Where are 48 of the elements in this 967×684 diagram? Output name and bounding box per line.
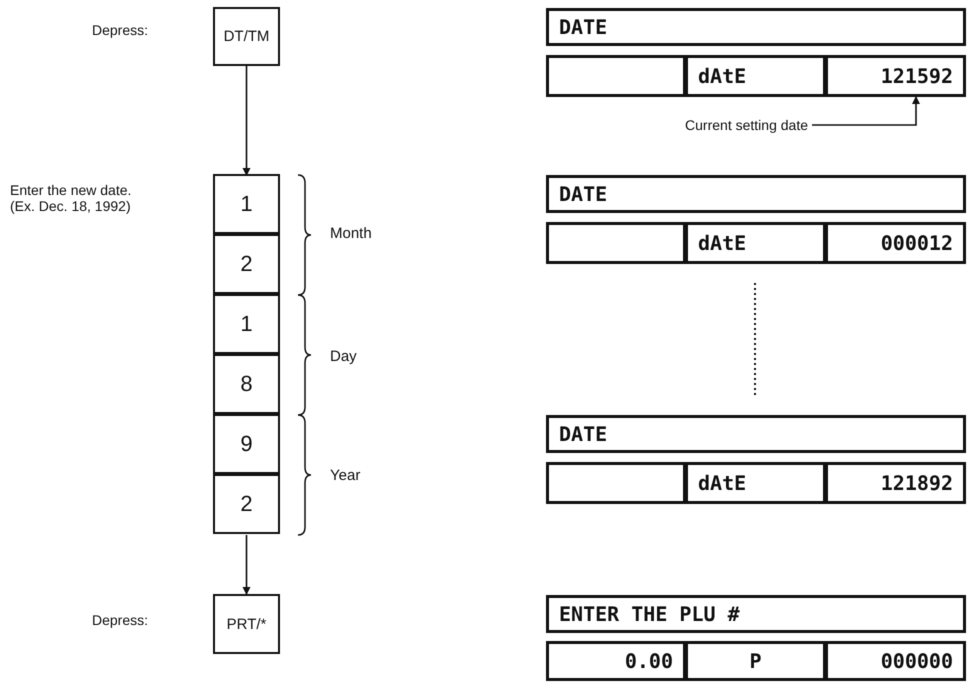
key-box	[213, 594, 280, 654]
node-text: 1	[240, 191, 253, 217]
group-label: Month	[330, 225, 372, 242]
display-cell	[686, 462, 826, 504]
key-box	[213, 414, 280, 474]
key-box	[213, 474, 280, 534]
node-text: 1	[240, 311, 253, 337]
node-text: PRT/*	[226, 616, 266, 632]
display-cell	[546, 641, 686, 681]
node-text: ENTER THE PLU #	[559, 602, 740, 626]
arrow	[242, 66, 250, 176]
node-text: 000000	[880, 649, 953, 673]
node-text: 000012	[880, 231, 953, 255]
display-cell	[826, 55, 966, 97]
key-box	[213, 7, 280, 66]
node-text: 0.00	[624, 649, 673, 673]
key-box	[213, 294, 280, 354]
key-box	[213, 354, 280, 414]
display-cell	[686, 55, 826, 97]
callout-text: Current setting date	[640, 114, 812, 136]
group-label: Year	[330, 467, 360, 484]
node-text: 2	[240, 491, 253, 517]
node-text: DATE	[559, 182, 608, 206]
node-text: DATE	[559, 15, 608, 39]
display-cell	[826, 462, 966, 504]
arrow	[242, 535, 250, 595]
node-text: 2	[240, 251, 253, 277]
display-cell	[686, 222, 826, 264]
group-label: Depress:	[92, 22, 150, 38]
display-cell	[686, 641, 826, 681]
node-text: dAtE	[698, 231, 746, 255]
node-text: DT/TM	[224, 28, 270, 45]
node-text: DATE	[559, 422, 608, 446]
key-box	[213, 234, 280, 294]
group-label: Enter the new date. (Ex. Dec. 18, 1992)	[10, 182, 132, 214]
key-box	[213, 174, 280, 234]
group-label: Depress:	[92, 612, 150, 628]
node-text: dAtE	[698, 64, 746, 88]
node-text: 9	[240, 431, 253, 457]
node-text: 121892	[880, 471, 953, 495]
node-text: dAtE	[698, 471, 746, 495]
group-label: Day	[330, 348, 357, 366]
leader-line	[811, 96, 920, 126]
node-text: P	[749, 649, 762, 673]
node-text: 121592	[880, 64, 953, 88]
node-text: 8	[240, 371, 253, 397]
display-cell	[826, 222, 966, 264]
display-cell	[826, 641, 966, 681]
